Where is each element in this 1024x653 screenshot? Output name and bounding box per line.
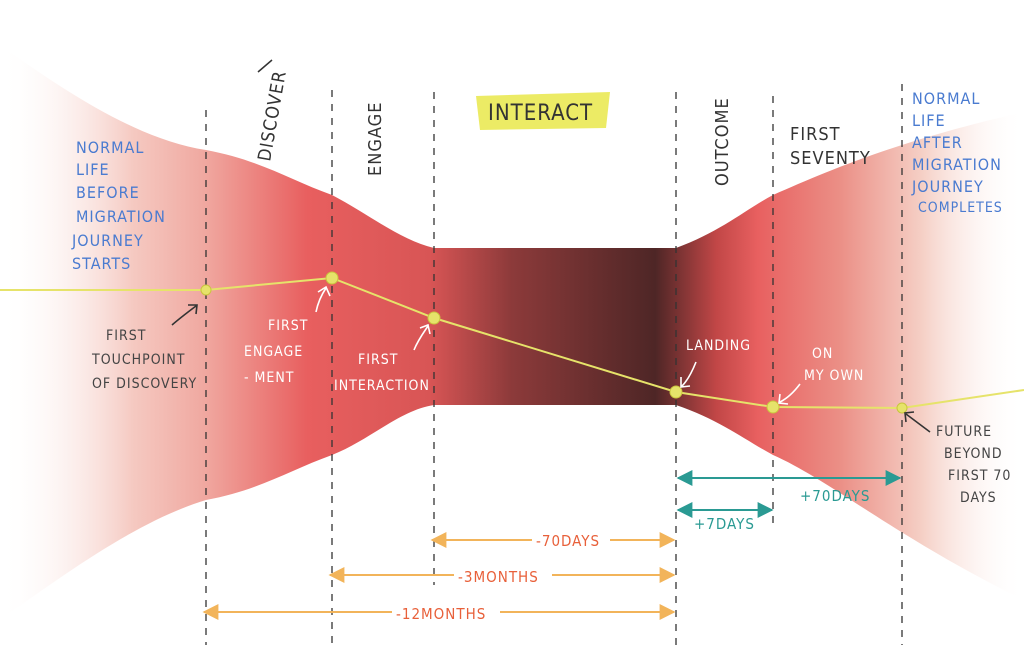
- svg-text:+70DAYS: +70DAYS: [800, 487, 870, 505]
- callout-landing: LANDING: [680, 338, 751, 388]
- svg-text:COMPLETES: COMPLETES: [918, 200, 1003, 216]
- svg-text:+7DAYS: +7DAYS: [694, 515, 755, 533]
- svg-text:LANDING: LANDING: [686, 338, 751, 354]
- dot-first-engagement: [325, 271, 339, 285]
- svg-text:MIGRATION: MIGRATION: [76, 207, 166, 226]
- note-before-journey: NORMAL LIFE BEFORE MIGRATION JOURNEY STA…: [71, 138, 166, 273]
- svg-text:FIRST: FIRST: [268, 318, 308, 334]
- dot-landing: [669, 385, 683, 399]
- stage-dividers: [205, 84, 903, 645]
- phase-first-seventy-line2: SEVENTY: [790, 148, 871, 169]
- svg-text:-70DAYS: -70DAYS: [536, 532, 600, 550]
- svg-text:LIFE: LIFE: [912, 111, 946, 130]
- svg-text:NORMAL: NORMAL: [76, 138, 144, 157]
- svg-text:NORMAL: NORMAL: [912, 89, 980, 108]
- phase-first-seventy-line1: FIRST: [790, 124, 841, 145]
- svg-text:DAYS: DAYS: [960, 490, 997, 506]
- svg-text:AFTER: AFTER: [912, 133, 963, 152]
- callout-future: FUTURE BEYOND FIRST 70 DAYS: [904, 411, 1011, 506]
- svg-text:ENGAGE: ENGAGE: [244, 344, 303, 360]
- phase-engage: ENGAGE: [365, 102, 386, 176]
- svg-text:FIRST 70: FIRST 70: [948, 468, 1011, 484]
- callout-first-touchpoint: FIRST TOUCHPOINT OF DISCOVERY: [91, 304, 198, 392]
- duration-plus-7-days: +7DAYS: [676, 502, 774, 533]
- dot-on-my-own: [766, 400, 780, 414]
- journey-line: [0, 276, 1024, 410]
- duration-plus-70-days: +70DAYS: [676, 470, 902, 505]
- interact-highlight: [476, 92, 610, 130]
- svg-text:TOUCHPOINT: TOUCHPOINT: [91, 352, 185, 368]
- svg-text:BEFORE: BEFORE: [76, 183, 140, 202]
- journey-funnel-band: [0, 45, 1024, 620]
- phase-outcome: OUTCOME: [712, 97, 733, 186]
- svg-text:FIRST: FIRST: [106, 328, 146, 344]
- journey-milestone-dots: [200, 271, 908, 414]
- dot-first-touchpoint: [200, 284, 212, 296]
- phase-discover: DISCOVER: [254, 69, 291, 163]
- svg-text:FUTURE: FUTURE: [936, 424, 992, 440]
- svg-text:OF DISCOVERY: OF DISCOVERY: [92, 376, 197, 392]
- duration-minus-70-days: -70DAYS: [430, 531, 676, 550]
- svg-text:STARTS: STARTS: [72, 254, 131, 273]
- note-after-journey: NORMAL LIFE AFTER MIGRATION JOURNEY COMP…: [911, 89, 1003, 216]
- svg-text:FIRST: FIRST: [358, 352, 398, 368]
- svg-text:JOURNEY: JOURNEY: [911, 177, 984, 196]
- svg-text:ON: ON: [812, 346, 833, 362]
- callout-first-engagement: FIRST ENGAGE - MENT: [244, 285, 331, 386]
- svg-text:MIGRATION: MIGRATION: [912, 155, 1002, 174]
- svg-text:LIFE: LIFE: [76, 160, 110, 179]
- callout-on-my-own: ON MY OWN: [778, 346, 864, 405]
- svg-text:BEYOND: BEYOND: [944, 446, 1003, 462]
- svg-text:INTERACTION: INTERACTION: [334, 378, 430, 394]
- svg-text:- MENT: - MENT: [244, 370, 294, 386]
- phase-interact: INTERACT: [488, 101, 593, 126]
- svg-text:MY OWN: MY OWN: [804, 368, 864, 384]
- duration-minus-12-months: -12MONTHS: [202, 603, 676, 623]
- callout-first-interaction: FIRST INTERACTION: [334, 323, 431, 394]
- svg-text:-3MONTHS: -3MONTHS: [458, 568, 539, 586]
- dot-future: [896, 402, 908, 414]
- discover-stroke: [257, 59, 273, 73]
- dot-first-interaction: [427, 311, 441, 325]
- svg-text:-12MONTHS: -12MONTHS: [396, 605, 486, 623]
- svg-text:JOURNEY: JOURNEY: [71, 231, 144, 250]
- duration-minus-3-months: -3MONTHS: [328, 566, 676, 586]
